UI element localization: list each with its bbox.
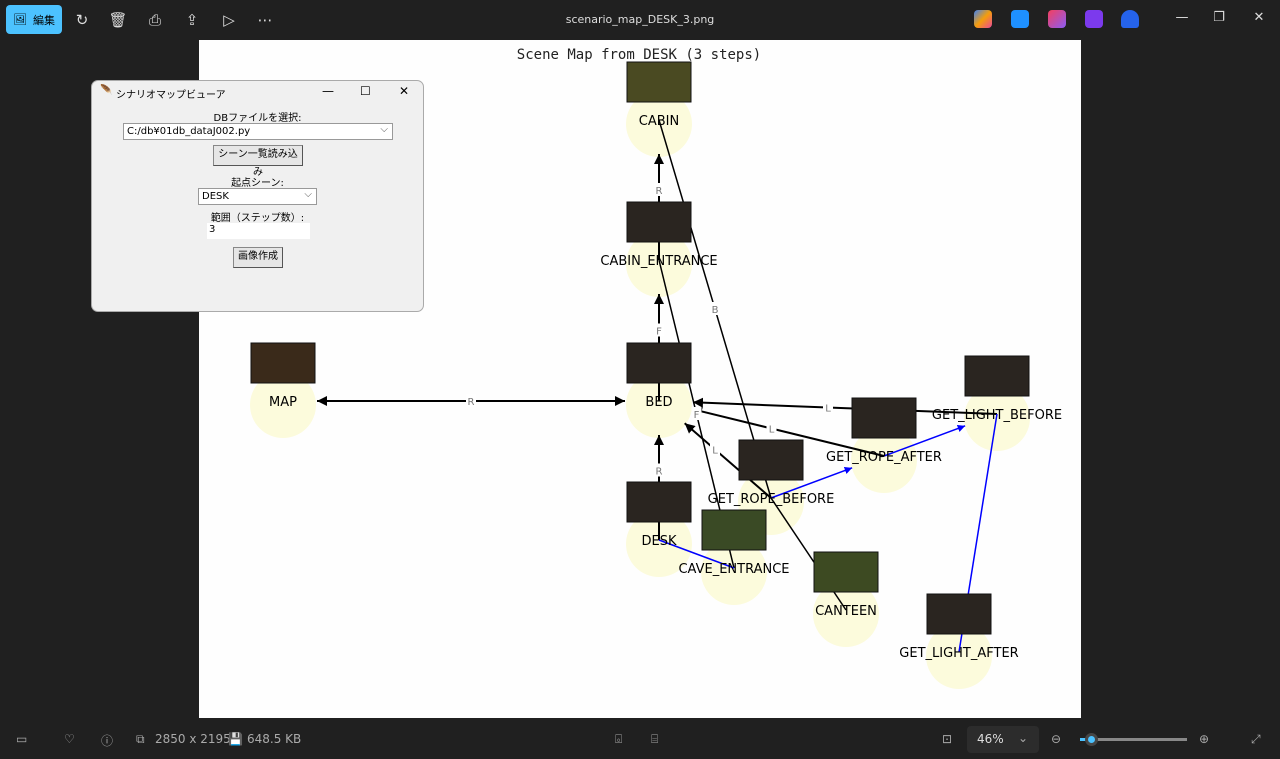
designer-icon[interactable] (1011, 10, 1029, 28)
node-label: GET_ROPE_BEFORE (708, 492, 835, 507)
node-label: DESK (641, 534, 676, 549)
fullscreen-icon[interactable]: ⤢ (1251, 732, 1261, 746)
node-label: CABIN_ENTRANCE (600, 254, 717, 269)
edge-get_rope_before-bed (684, 422, 772, 499)
node-thumbnail (626, 481, 692, 523)
file-size: 648.5 KB (247, 732, 302, 746)
maximize-icon[interactable]: ☐ (360, 84, 371, 98)
create-image-button[interactable]: 画像作成 (233, 247, 283, 268)
edge-label: B (712, 305, 719, 316)
node-circle (701, 539, 767, 605)
actual-size-icon[interactable]: ⊡ (942, 732, 953, 746)
node-label: CABIN (639, 114, 679, 129)
restore-icon[interactable]: ❐ (1213, 10, 1225, 25)
info-icon[interactable]: ⓘ (101, 734, 114, 748)
filmstrip-icon[interactable]: ▭ (16, 732, 28, 746)
image-dimensions: 2850 x 2195 (155, 732, 231, 746)
db-label: DBファイルを選択: (213, 113, 302, 124)
copilot-icon[interactable] (974, 10, 992, 28)
node-label: CANTEEN (815, 604, 877, 619)
toolbar: 🖼編集 ↻ 🗑 ⎙ ⇪ ▷ ⋯ scenario_map_DESK_3.png … (0, 0, 1280, 40)
node-circle (626, 511, 692, 577)
node-label: CAVE_ENTRANCE (678, 562, 789, 577)
edge-label: F (656, 327, 662, 338)
edit-button[interactable]: 🖼編集 (6, 5, 62, 34)
edge-label: L (825, 404, 831, 415)
dialog-title: シナリオマップビューア (116, 89, 226, 101)
node-label: GET_LIGHT_AFTER (899, 646, 1018, 661)
edge-label: R (656, 467, 663, 478)
visual-search-icon[interactable]: ⌻ (615, 732, 623, 746)
node-thumbnail (964, 355, 1030, 397)
zoom-select[interactable]: 46% ⌄ (967, 726, 1039, 753)
zoom-out-icon[interactable]: ⊖ (1051, 732, 1062, 746)
more-icon[interactable]: ⋯ (257, 11, 273, 29)
node-thumbnail (626, 342, 692, 384)
edge-desk-cave_entrance (658, 539, 735, 569)
load-scenes-button[interactable]: シーン一覧読み込み (213, 145, 303, 178)
favorite-icon[interactable]: ♡ (64, 732, 75, 746)
share-icon[interactable]: ⇪ (185, 11, 199, 29)
minimize-icon[interactable]: — (1175, 10, 1189, 25)
range-input[interactable]: 3 (207, 223, 310, 239)
node-circle (626, 372, 692, 438)
edge-get_rope_after-get_light_before (883, 424, 966, 457)
graph-title: Scene Map from DESK (3 steps) (517, 47, 761, 63)
node-thumbnail (626, 61, 692, 103)
scene-map-graph: Scene Map from DESK (3 steps) R F R R L L L B F C… (250, 47, 1062, 689)
zoom-in-icon[interactable]: ⊕ (1199, 732, 1210, 746)
chevron-down-icon: ⌄ (1018, 731, 1029, 745)
start-scene-label: 起点シーン: (231, 178, 284, 189)
start-scene-select[interactable]: DESK (198, 188, 317, 205)
close-icon[interactable]: ✕ (399, 84, 410, 98)
node-circle (626, 91, 692, 157)
text-scan-icon[interactable]: ⌸ (651, 732, 659, 746)
node-thumbnail (626, 201, 692, 243)
edge-get_rope_before-get_rope_after (770, 466, 853, 499)
clipchamp-icon[interactable] (1048, 10, 1066, 28)
edge-label: F (694, 410, 700, 421)
scenario-map-viewer-dialog: 🪶シナリオマップビューア — ☐ ✕ DBファイルを選択: C:/db¥01db… (91, 80, 424, 312)
zoom-slider[interactable] (1080, 733, 1187, 746)
node-circle (250, 372, 316, 438)
node-thumbnail (738, 439, 804, 481)
node-thumbnail (701, 509, 767, 551)
edge-label: L (712, 446, 718, 457)
node-thumbnail (250, 342, 316, 384)
zoom-slider-thumb[interactable] (1084, 733, 1098, 746)
edge-label: L (769, 425, 775, 436)
edit-image-icon: 🖼 (13, 13, 27, 26)
dimensions-icon: ⧉ (136, 732, 145, 746)
node-label: GET_LIGHT_BEFORE (932, 408, 1062, 423)
file-size-icon: 💾 (228, 732, 243, 746)
node-circle (851, 427, 917, 493)
node-label: MAP (269, 395, 297, 410)
print-icon[interactable]: ⎙ (148, 11, 161, 29)
node-circle (926, 623, 992, 689)
node-label: GET_ROPE_AFTER (826, 450, 942, 465)
range-label: 範囲（ステップ数）: (210, 213, 305, 224)
node-thumbnail (926, 593, 992, 635)
slideshow-icon[interactable]: ▷ (223, 11, 235, 29)
node-thumbnail (813, 551, 879, 593)
node-circle (813, 581, 879, 647)
app-icon[interactable] (1085, 10, 1103, 28)
node-circle (626, 231, 692, 297)
onedrive-icon[interactable] (1121, 10, 1139, 28)
zoom-value: 46% (977, 732, 1004, 746)
close-icon[interactable]: ✕ (1253, 10, 1265, 25)
node-thumbnail (851, 397, 917, 439)
status-bar: ▭ ♡ ⓘ ⧉ 2850 x 2195 💾 648.5 KB ⌻ ⌸ ⊡ 46%… (0, 720, 1280, 759)
edge-label: R (468, 397, 475, 408)
minimize-icon[interactable]: — (322, 84, 334, 98)
node-label: BED (645, 395, 672, 410)
delete-icon[interactable]: 🗑 (108, 11, 128, 29)
rotate-icon[interactable]: ↻ (75, 11, 89, 29)
feather-icon: 🪶 (100, 85, 113, 96)
edge-get_rope_after-bed (691, 406, 885, 457)
edge-label: R (656, 186, 663, 197)
db-file-select[interactable]: C:/db¥01db_dataJ002.py (123, 123, 393, 140)
